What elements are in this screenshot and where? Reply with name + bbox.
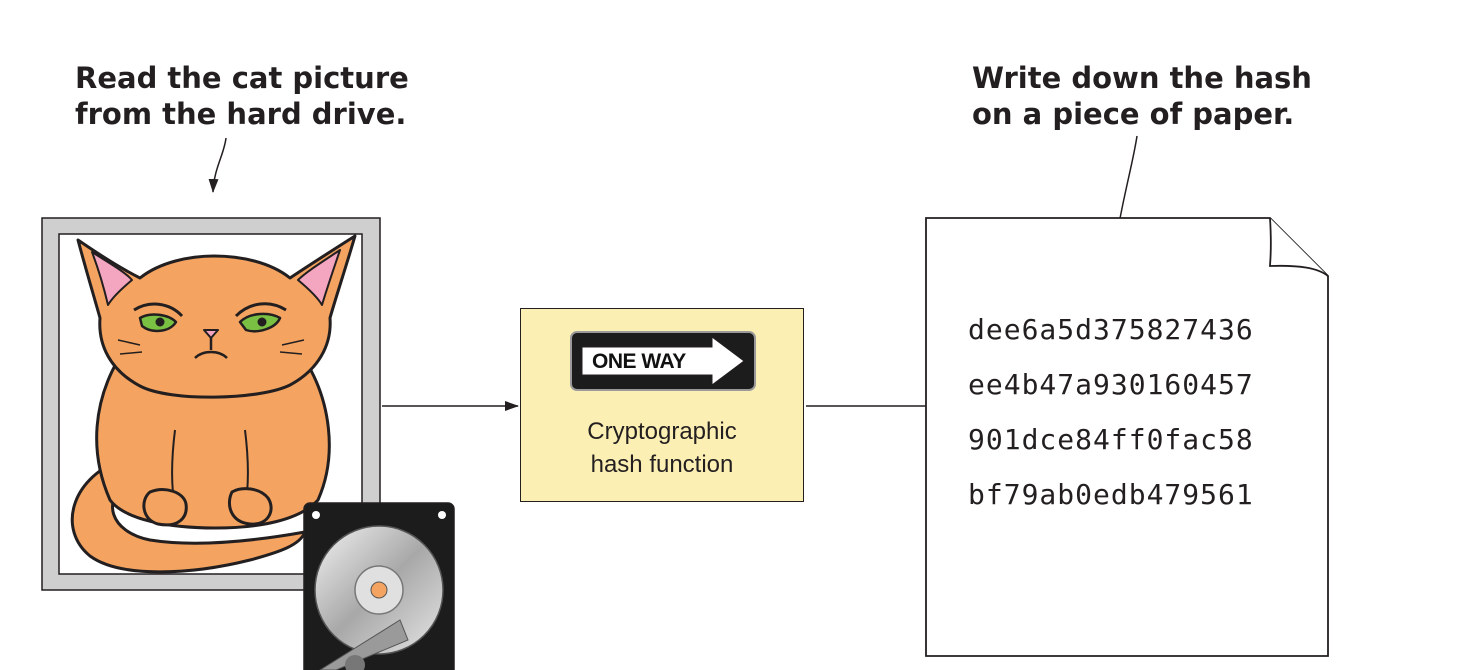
callout-right-line-1: Write down the hash [972, 61, 1312, 95]
hash-line-1: dee6a5d375827436 [968, 313, 1254, 346]
one-way-arrow-icon [581, 336, 745, 386]
hash-line-4: bf79ab0edb479561 [968, 478, 1254, 511]
hash-line-3: 901dce84ff0fac58 [968, 423, 1254, 456]
hash-caption-line-1: Cryptographic [587, 418, 737, 445]
callout-left-line-1: Read the cat picture [75, 61, 409, 95]
hash-value-text: dee6a5d375827436 ee4b47a930160457 901dce… [968, 302, 1254, 522]
callout-write-down-hash: Write down the hash on a piece of paper. [972, 60, 1312, 132]
one-way-sign: ONE WAY [570, 331, 756, 391]
callout-right-line-2: on a piece of paper. [972, 97, 1295, 131]
hash-line-2: ee4b47a930160457 [968, 368, 1254, 401]
paper-sheet [925, 217, 1329, 657]
callout-left-leader [208, 137, 227, 193]
hash-caption-line-2: hash function [590, 451, 734, 478]
one-way-sign-text: ONE WAY [592, 350, 686, 373]
grumpy-cat-image [70, 234, 357, 574]
hard-drive-image [303, 502, 455, 670]
hash-function-box: ONE WAY Cryptographic hash function [520, 308, 804, 502]
callout-read-cat-picture: Read the cat picture from the hard drive… [75, 60, 409, 132]
hash-function-caption: Cryptographic hash function [521, 415, 803, 481]
callout-left-line-2: from the hard drive. [75, 97, 407, 131]
